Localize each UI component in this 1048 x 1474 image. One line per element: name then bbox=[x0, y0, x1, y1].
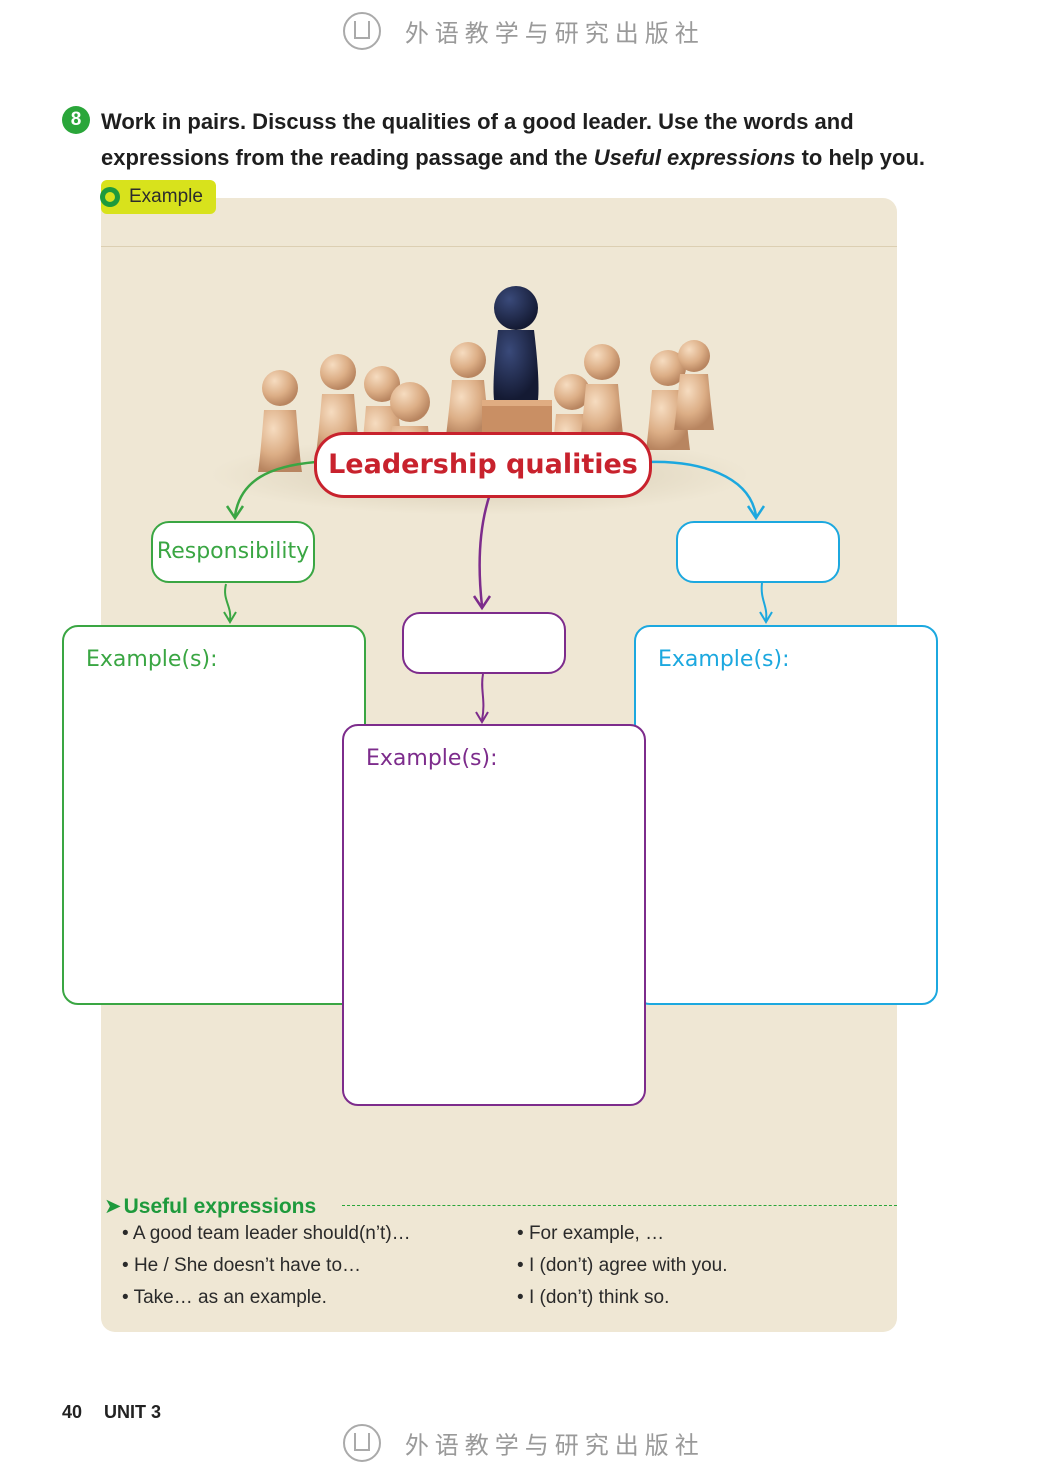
expression-item: I (don’t) agree with you. bbox=[517, 1250, 727, 1282]
publisher-logo-icon bbox=[343, 1424, 381, 1462]
examples-box-purple[interactable]: Example(s): bbox=[342, 724, 646, 1106]
examples-label-blue: Example(s): bbox=[658, 647, 789, 672]
useful-expressions-divider bbox=[342, 1205, 897, 1206]
publisher-name: 外语教学与研究出版社 bbox=[405, 20, 705, 48]
panel-divider bbox=[101, 246, 897, 247]
useful-expressions-right: For example, … I (don’t) agree with you.… bbox=[517, 1218, 727, 1314]
instruction-text-2: to help you. bbox=[795, 145, 925, 170]
publisher-header: 外语教学与研究出版社 bbox=[0, 12, 1048, 50]
example-audio-tag[interactable]: Example bbox=[101, 180, 216, 214]
examples-label-purple: Example(s): bbox=[366, 746, 497, 771]
arrow-right-icon: ➤ bbox=[104, 1194, 122, 1219]
central-topic-node: Leadership qualities bbox=[314, 432, 652, 498]
examples-label-green: Example(s): bbox=[86, 647, 217, 672]
expression-item: For example, … bbox=[517, 1218, 727, 1250]
quality-node-green[interactable]: Responsibility bbox=[151, 521, 315, 583]
instruction-emphasis: Useful expressions bbox=[594, 145, 796, 170]
expression-item: I (don’t) think so. bbox=[517, 1282, 727, 1314]
expression-item: A good team leader should(n’t)… bbox=[122, 1218, 411, 1250]
quality-node-purple[interactable] bbox=[402, 612, 566, 674]
expression-item: He / She doesn’t have to… bbox=[122, 1250, 411, 1282]
example-tag-label: Example bbox=[129, 186, 203, 208]
publisher-footer: 外语教学与研究出版社 bbox=[0, 1424, 1048, 1462]
task-instruction: Work in pairs. Discuss the qualities of … bbox=[101, 104, 981, 176]
headphones-icon bbox=[100, 187, 120, 207]
useful-expressions-title: ➤Useful expressions bbox=[104, 1194, 316, 1219]
task-number-badge: 8 bbox=[62, 106, 90, 134]
publisher-name: 外语教学与研究出版社 bbox=[405, 1432, 705, 1460]
leader-pawn bbox=[494, 286, 539, 400]
useful-expressions-left: A good team leader should(n’t)… He / She… bbox=[122, 1218, 411, 1314]
unit-label: UNIT 3 bbox=[104, 1402, 161, 1423]
publisher-logo-icon bbox=[343, 12, 381, 50]
useful-expressions-heading: Useful expressions bbox=[124, 1195, 317, 1218]
examples-box-green[interactable]: Example(s): bbox=[62, 625, 366, 1005]
page-number: 40 bbox=[62, 1402, 82, 1423]
examples-box-blue[interactable]: Example(s): bbox=[634, 625, 938, 1005]
expression-item: Take… as an example. bbox=[122, 1282, 411, 1314]
quality-node-blue[interactable] bbox=[676, 521, 840, 583]
